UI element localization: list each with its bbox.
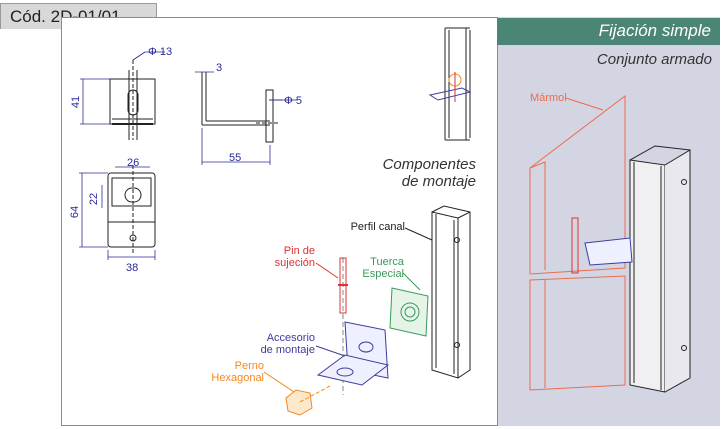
dim-3: 3 xyxy=(216,62,223,74)
hex-bolt xyxy=(285,385,331,416)
label-tuerca: Tuerca Especial xyxy=(356,256,404,280)
assembled-pin xyxy=(571,217,579,274)
label-perno-line1: Perno xyxy=(234,360,264,372)
dim-55: 55 xyxy=(229,152,242,164)
label-accesorio-line1: Accesorio xyxy=(266,332,315,344)
special-nut xyxy=(389,287,429,337)
panel-subtitle: Conjunto armado xyxy=(596,51,712,68)
label-pin-line2: sujeción xyxy=(274,257,315,269)
dimension-lines xyxy=(79,51,298,260)
dim-d5: Φ 5 xyxy=(284,95,302,107)
assembled-channel xyxy=(629,145,691,393)
side-view xyxy=(201,72,282,143)
label-tuerca-line1: Tuerca xyxy=(370,256,404,268)
dim-64: 64 xyxy=(69,205,82,219)
dim-d13: Φ 13 xyxy=(148,46,173,58)
marble-slabs xyxy=(529,94,626,391)
components-title-line1: Componentes xyxy=(382,156,476,173)
front-view-top xyxy=(109,51,156,140)
label-accesorio-line2: de montaje xyxy=(260,344,315,356)
dim-38: 38 xyxy=(126,262,139,274)
dim-22: 22 xyxy=(88,192,101,206)
components-title-line2: de montaje xyxy=(401,173,476,190)
mounting-bracket xyxy=(316,321,390,386)
label-marmol: Mármol xyxy=(530,92,567,104)
channel-profile xyxy=(404,205,471,379)
label-perno: Perno Hexagonal xyxy=(210,360,264,384)
assembled-bracket xyxy=(584,237,633,266)
label-pin-line1: Pin de xyxy=(283,245,315,257)
panel-title-bar: Fijación simple xyxy=(497,18,720,45)
panel-title: Fijación simple xyxy=(598,21,711,40)
label-accesorio: Accesorio de montaje xyxy=(255,332,315,356)
dim-26: 26 xyxy=(127,157,140,169)
label-tuerca-line2: Especial xyxy=(362,268,404,280)
label-pin: Pin de sujeción xyxy=(270,245,315,269)
label-perno-line2: Hexagonal xyxy=(211,372,264,384)
dim-41: 41 xyxy=(70,95,83,109)
mini-assembly xyxy=(428,27,472,141)
components-title: Componentes de montaje xyxy=(372,156,476,190)
label-perfil-canal: Perfil canal xyxy=(350,221,405,233)
front-view-bottom xyxy=(107,165,156,255)
